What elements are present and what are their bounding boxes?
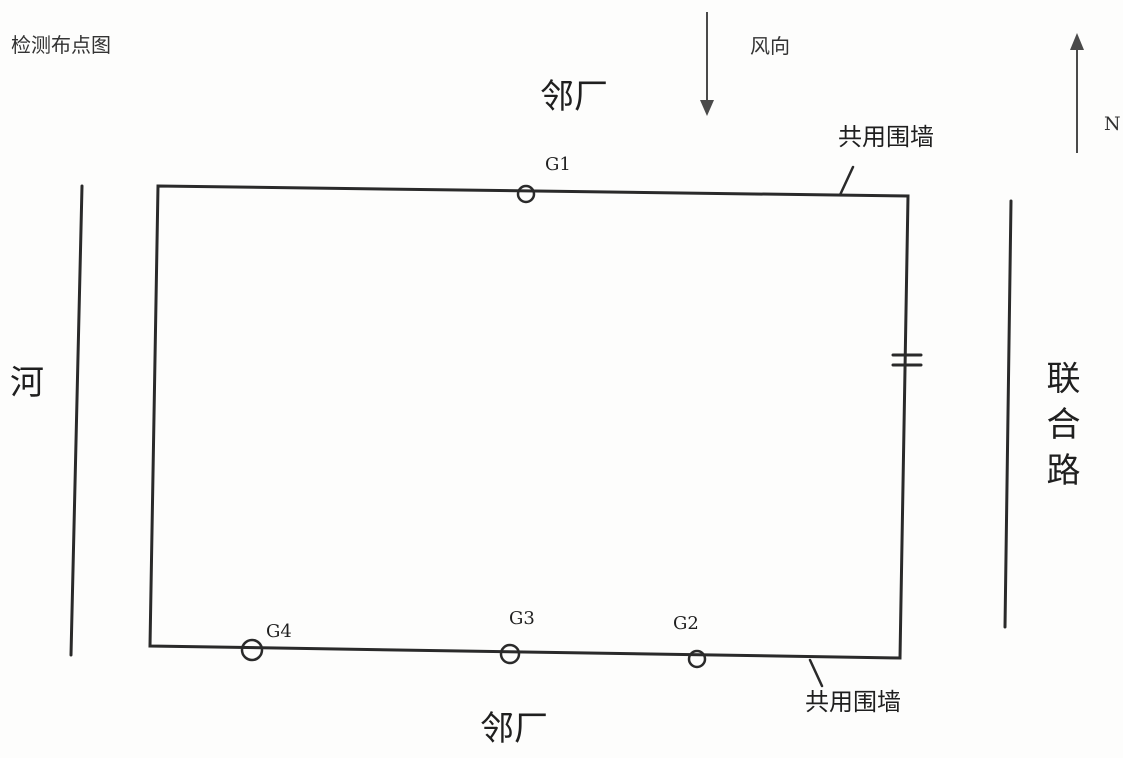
point-g1-label: G1 [545,154,571,175]
gate-marker [891,353,923,367]
point-g3-marker [499,643,521,665]
neighbor-top-label: 邻厂 [540,77,608,117]
point-g2-label: G2 [673,613,699,634]
bottom-wall-leader [808,658,824,688]
point-g2-marker [687,649,707,669]
neighbor-left-label: 河 [10,363,44,403]
bottom-shared-wall-label: 共用围墙 [805,688,901,716]
top-wall-leader [838,165,855,197]
north-arrow [1070,33,1084,153]
wind-direction-label: 风向 [750,34,790,58]
neighbor-bottom-label: 邻厂 [480,709,548,749]
wind-direction-arrow [700,12,714,116]
point-g4-label: G4 [266,621,292,642]
point-g3-label: G3 [509,608,535,629]
river-line [69,184,84,657]
diagram-title: 检测布点图 [11,33,111,57]
road-line [1003,199,1013,629]
top-shared-wall-label: 共用围墙 [838,123,934,151]
site-boundary [148,184,910,660]
north-label: N [1104,113,1121,135]
neighbor-right-label: 联合路 [1040,360,1080,498]
point-g1-marker [516,184,536,204]
point-g4-marker [240,638,264,662]
